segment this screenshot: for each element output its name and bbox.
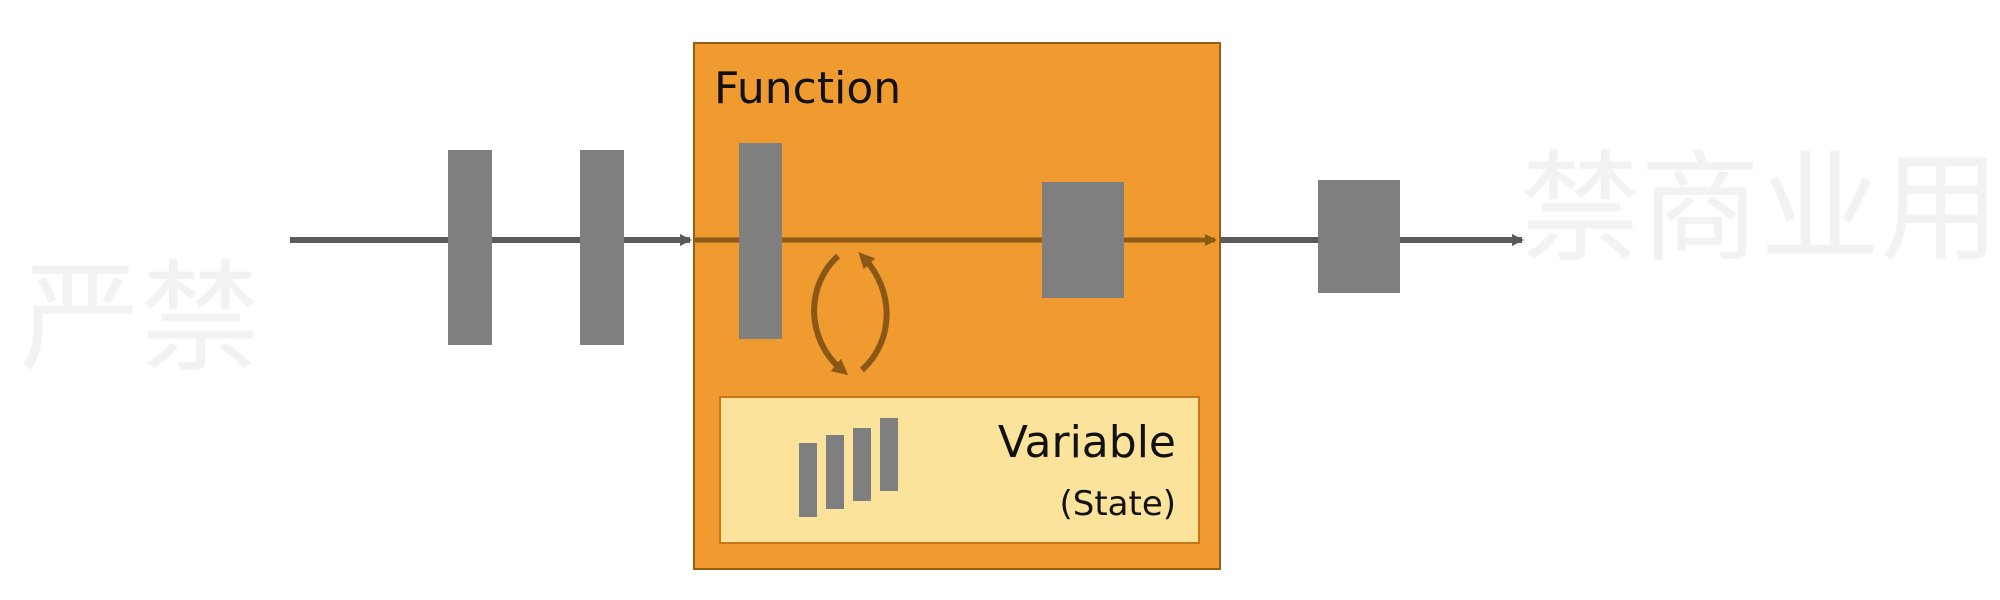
watermark-right-text: 禁商业用 [1520,140,2000,279]
function-label: Function [714,63,901,114]
state-bar-3 [853,428,871,501]
input-block-1 [448,150,492,345]
output-block [1318,180,1400,293]
state-bar-4 [880,418,898,491]
state-label: (State) [1059,484,1176,524]
input-block-2 [580,150,624,345]
variable-label: Variable [998,417,1176,468]
watermark-left-text: 严禁 [20,250,260,389]
cycle-arrow-down [811,253,849,376]
state-bar-1 [799,443,817,517]
function-output-block [1042,182,1124,298]
function-input-block [739,143,782,339]
cycle-arrow-up [858,252,890,373]
state-bar-2 [826,435,844,509]
